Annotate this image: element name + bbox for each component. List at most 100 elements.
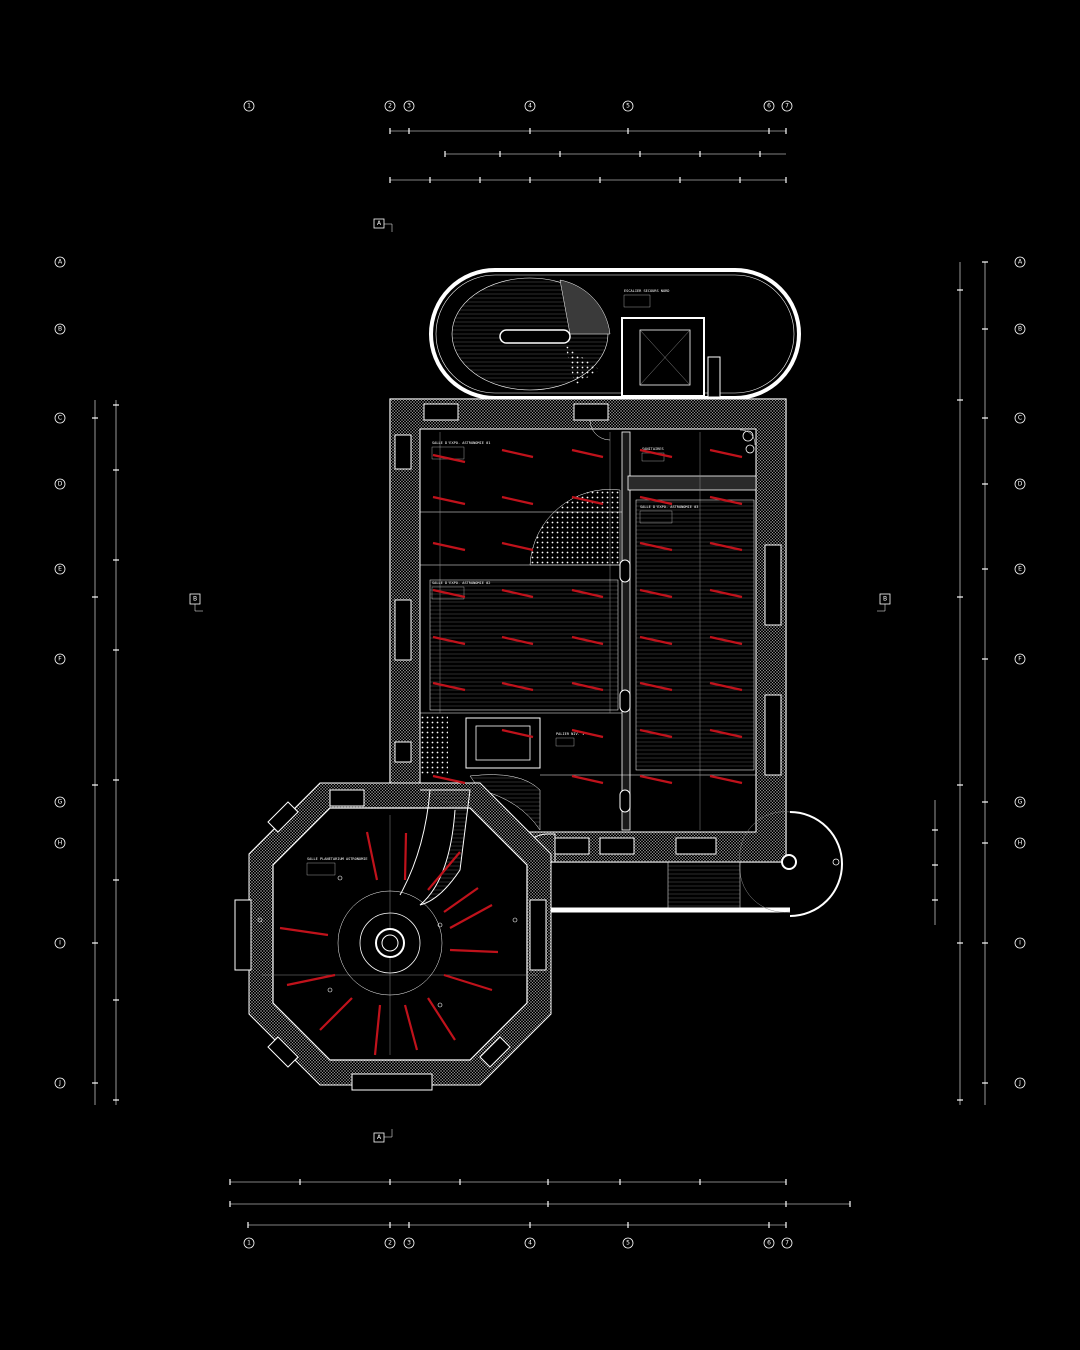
bench (501, 728, 534, 739)
bench (639, 774, 673, 785)
radial-seat (449, 904, 493, 929)
stair-tower-label: ESCALIER SECOURS NORD (623, 289, 669, 308)
main-block-walls (389, 398, 787, 863)
grid-bubble-i-right: I (1014, 937, 1026, 949)
east-annex (519, 811, 843, 917)
grid-columns-top: 1 2 3 4 5 6 7 (243, 100, 793, 112)
svg-text:ESCALIER SECOURS NORD: ESCALIER SECOURS NORD (624, 289, 669, 293)
svg-text:SANITAIRES: SANITAIRES (642, 447, 664, 451)
bench (432, 635, 466, 646)
dimension-chains-bottom (229, 1179, 851, 1228)
grid-bubble-g-right: G (1014, 796, 1026, 808)
bench (432, 495, 466, 506)
grid-bubble-2-bottom: 2 (384, 1237, 396, 1249)
bench (639, 495, 673, 506)
svg-text:SALLE PLANETARIUM ASTRONOMIE: SALLE PLANETARIUM ASTRONOMIE (307, 857, 368, 861)
bench (639, 588, 673, 599)
radial-seat (403, 1004, 419, 1051)
svg-text:H: H (1018, 840, 1023, 847)
bench (501, 541, 534, 552)
grid-bubble-a-right: A (1014, 256, 1026, 268)
svg-text:PALIER NIV. 1: PALIER NIV. 1 (556, 732, 584, 736)
bench (571, 681, 604, 692)
grid-bubble-h-right: H (1014, 837, 1026, 849)
svg-text:B: B (1018, 326, 1022, 333)
bench (501, 635, 534, 646)
bench (709, 448, 743, 459)
bench (432, 588, 466, 599)
grid-bubble-3: 3 (403, 100, 415, 112)
grid-bubble-5: 5 (622, 100, 634, 112)
bench (571, 635, 604, 646)
bench (571, 728, 604, 739)
gallery-seating (432, 448, 743, 785)
grid-bubble-7: 7 (781, 100, 793, 112)
dimension-chains-sides (92, 261, 988, 1105)
grid-bubble-d: D (54, 478, 66, 490)
grid-bubble-i: I (54, 937, 66, 949)
bench (639, 448, 673, 459)
radial-seat (279, 926, 329, 937)
bench (571, 588, 604, 599)
bench (501, 495, 534, 506)
room-label-landing: PALIER NIV. 1 (555, 732, 584, 747)
room-label-w: SALLE D'EXPO. ASTRONOMIE 02 (431, 581, 490, 600)
grid-bubble-3-bottom: 3 (403, 1237, 415, 1249)
svg-text:A: A (1018, 259, 1023, 266)
grid-bubble-h: H (54, 837, 66, 849)
svg-text:E: E (1018, 566, 1022, 573)
dimension-chains-top (389, 128, 787, 183)
bench (432, 774, 466, 785)
svg-text:1: 1 (247, 103, 251, 110)
grid-bubble-g: G (54, 796, 66, 808)
grid-rows-right: A B C D E F G H I J (1014, 256, 1026, 1089)
svg-text:3: 3 (407, 1240, 411, 1247)
bench (571, 495, 604, 506)
north-stair-tower (429, 268, 801, 400)
bench (432, 453, 466, 464)
svg-text:SALLE D'EXPO. ASTRONOMIE 02: SALLE D'EXPO. ASTRONOMIE 02 (432, 581, 490, 585)
svg-text:2: 2 (388, 103, 392, 110)
radial-seat (403, 832, 408, 881)
svg-text:I: I (59, 940, 61, 947)
section-marker-b-right: B (877, 593, 891, 612)
grid-bubble-5-bottom: 5 (622, 1237, 634, 1249)
radial-seat (319, 997, 353, 1031)
svg-text:6: 6 (767, 1240, 771, 1247)
svg-text:5: 5 (626, 103, 630, 110)
grid-bubble-e-right: E (1014, 563, 1026, 575)
radial-seat (449, 948, 499, 954)
grid-bubble-j-right: J (1014, 1077, 1026, 1089)
svg-text:6: 6 (767, 103, 771, 110)
octagon-label: SALLE PLANETARIUM ASTRONOMIE (306, 857, 368, 876)
svg-text:A: A (377, 1134, 382, 1141)
svg-text:A: A (58, 259, 63, 266)
svg-text:7: 7 (785, 1240, 789, 1247)
bench (432, 681, 466, 692)
svg-text:B: B (58, 326, 62, 333)
octagon-planetarium (234, 782, 552, 1091)
grid-rows-left: A B C D E F G H I J (54, 256, 66, 1089)
grid-bubble-c-right: C (1014, 412, 1026, 424)
svg-text:4: 4 (528, 1240, 532, 1247)
bench (709, 774, 743, 785)
bench (709, 635, 743, 646)
radial-seat (286, 973, 336, 987)
bench (709, 495, 743, 506)
svg-text:2: 2 (388, 1240, 392, 1247)
grid-bubble-b: B (54, 323, 66, 335)
grid-bubble-6: 6 (763, 100, 775, 112)
planetarium-seating (279, 831, 499, 1056)
section-marker-b-left: B (189, 593, 203, 612)
radial-seat (365, 831, 379, 881)
radial-seat (427, 851, 461, 891)
svg-text:E: E (58, 566, 62, 573)
grid-bubble-f: F (54, 653, 66, 665)
grid-bubble-1-bottom: 1 (243, 1237, 255, 1249)
grid-bubble-4-bottom: 4 (524, 1237, 536, 1249)
svg-text:C: C (1018, 415, 1022, 422)
svg-text:D: D (58, 481, 63, 488)
radial-seat (443, 887, 479, 913)
grid-bubble-b-right: B (1014, 323, 1026, 335)
